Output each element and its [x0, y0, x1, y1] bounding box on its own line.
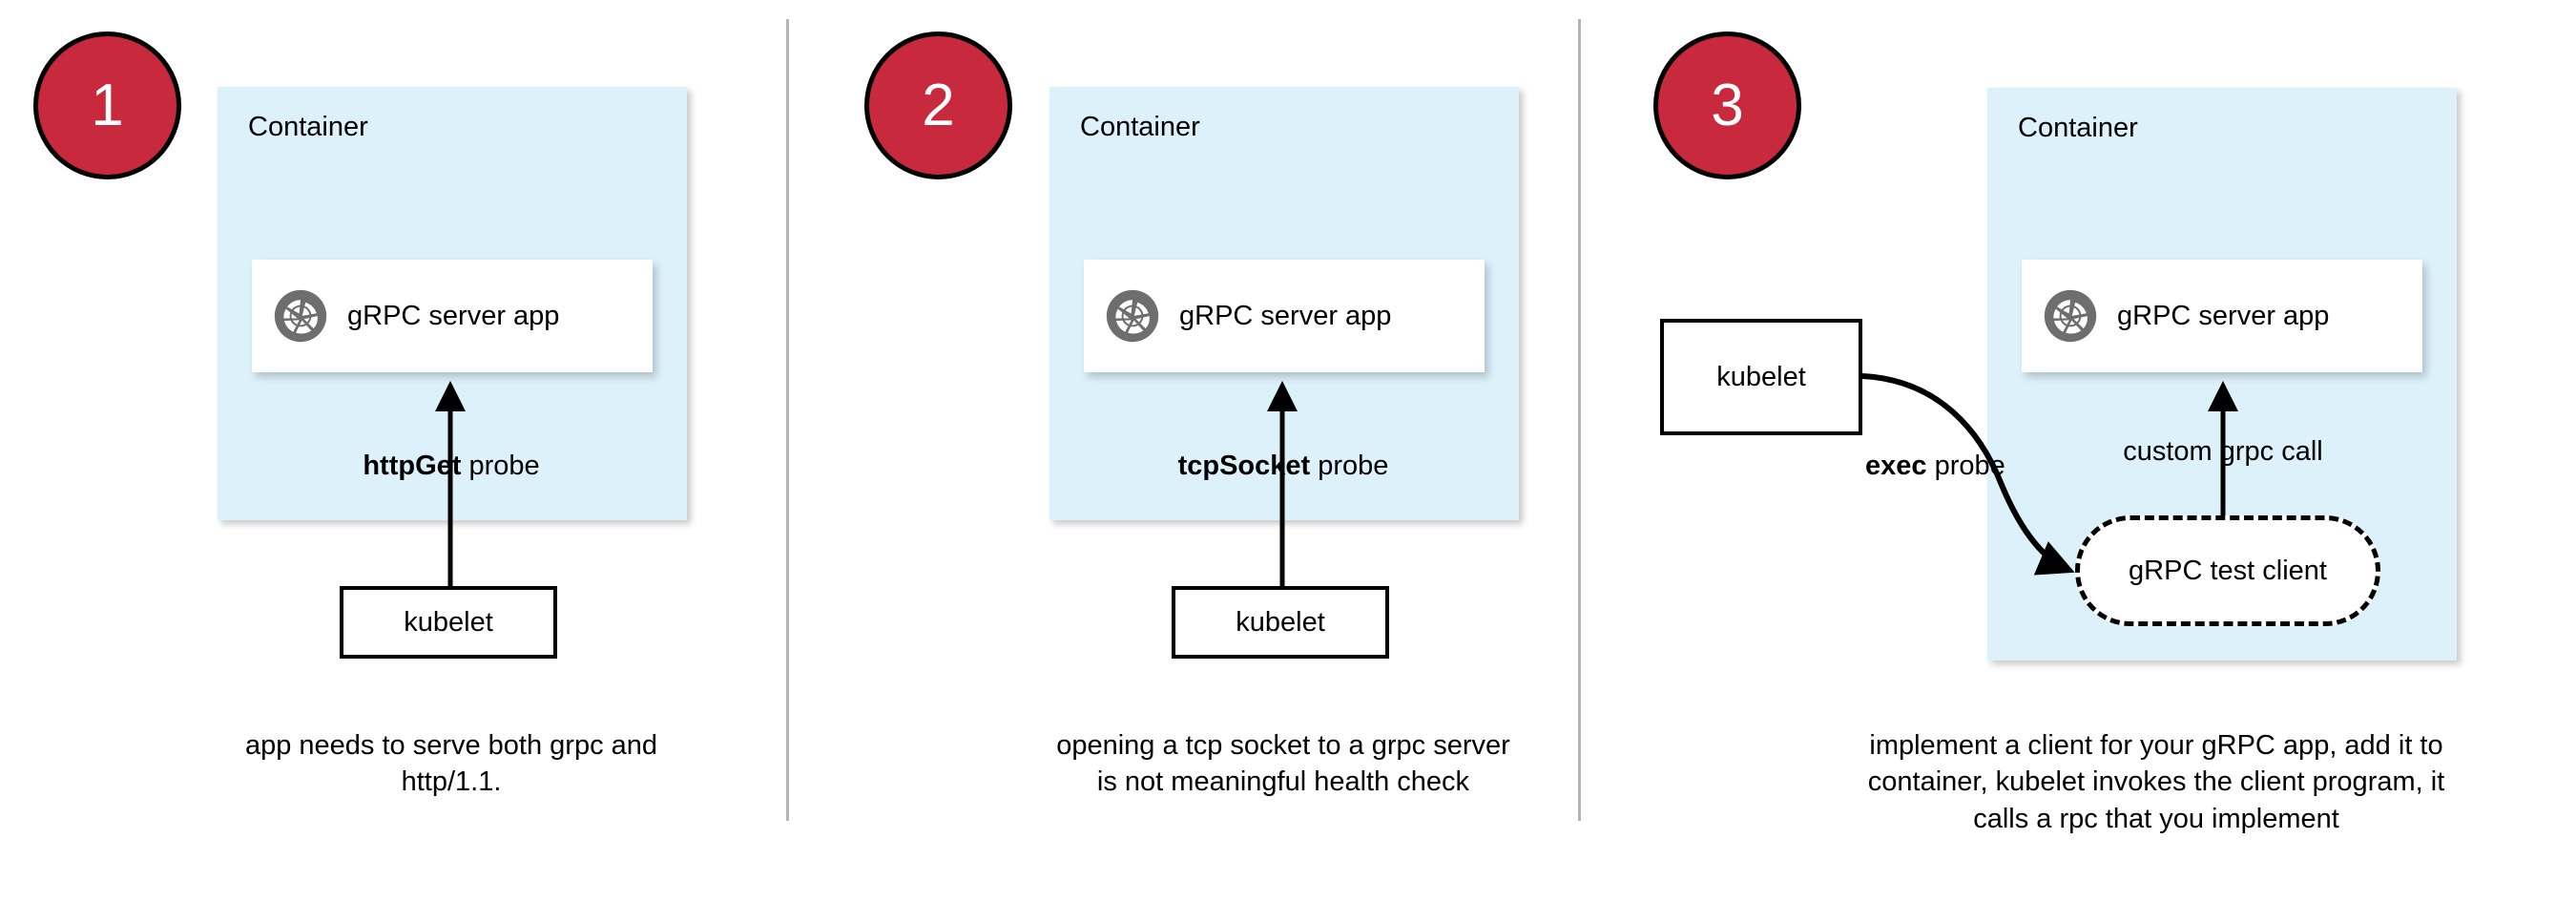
grpc-server-app-label: gRPC server app: [347, 300, 560, 331]
kubelet-label: kubelet: [1716, 361, 1806, 392]
tcpsocket-probe-label: tcpSocket probe: [1177, 451, 1389, 481]
panel-caption-3: implement a client for your gRPC app, ad…: [1867, 730, 2445, 834]
grpc-server-app-card-3: gRPC server app: [2022, 260, 2422, 372]
httpget-probe-label: httpGet probe: [363, 451, 540, 481]
panel-caption-1: app needs to serve both grpc and http/1.…: [244, 730, 658, 798]
kubelet-label: kubelet: [1236, 606, 1325, 638]
kubelet-box-2: kubelet: [1172, 586, 1389, 659]
grpc-logo-icon: [2043, 288, 2098, 344]
step-badge-3: 3: [1653, 31, 1801, 179]
grpc-logo-icon: [273, 288, 328, 344]
panel-caption-2: opening a tcp socket to a grpc server is…: [1056, 730, 1510, 798]
kubelet-box-3: kubelet: [1660, 319, 1862, 435]
container-label: Container: [2018, 113, 2138, 143]
panel-divider-2: [1578, 19, 1581, 821]
panel-divider-1: [786, 19, 789, 821]
grpc-test-client-label: gRPC test client: [2129, 555, 2327, 586]
grpc-server-app-card-1: gRPC server app: [252, 260, 653, 372]
grpc-test-client-pill: gRPC test client: [2075, 515, 2380, 626]
kubelet-box-1: kubelet: [340, 586, 557, 659]
step-badge-number: 3: [1711, 72, 1744, 138]
step-badge-number: 1: [91, 72, 124, 138]
step-badge-2: 2: [864, 31, 1012, 179]
grpc-server-app-label: gRPC server app: [1179, 300, 1392, 331]
step-badge-number: 2: [922, 72, 955, 138]
step-badge-1: 1: [33, 31, 181, 179]
container-label: Container: [1080, 112, 1200, 142]
exec-probe-label: exec probe: [1865, 451, 2005, 481]
kubelet-label: kubelet: [404, 606, 493, 638]
grpc-server-app-card-2: gRPC server app: [1084, 260, 1485, 372]
grpc-logo-icon: [1105, 288, 1160, 344]
container-label: Container: [248, 112, 368, 142]
grpc-server-app-label: gRPC server app: [2117, 300, 2330, 331]
